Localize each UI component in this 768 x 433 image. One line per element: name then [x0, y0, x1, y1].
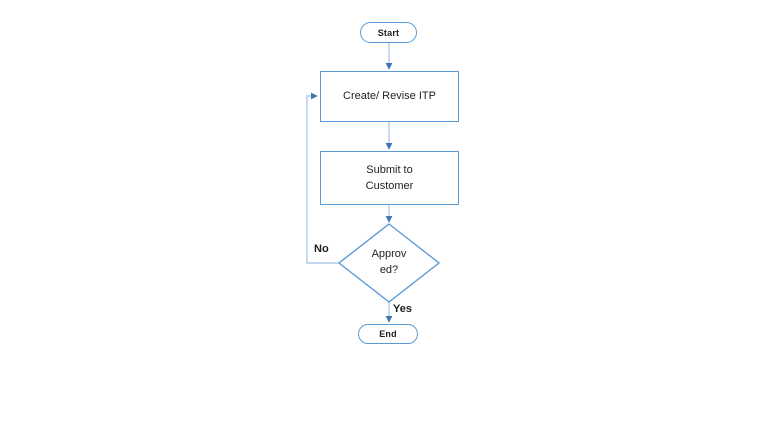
flow-node-decision-label: Approv ed? [354, 240, 424, 286]
edge-label-no: No [314, 243, 329, 255]
flow-node-decision-line2: ed? [379, 264, 399, 276]
flow-node-create-revise-itp-label: Create/ Revise ITP [343, 90, 436, 103]
flow-node-create-revise-itp: Create/ Revise ITP [320, 71, 459, 122]
edge-label-yes: Yes [393, 303, 412, 315]
flow-node-submit-line2: Customer [365, 180, 414, 192]
flow-node-start-label: Start [377, 27, 400, 38]
flow-node-submit-line1: Submit to [366, 163, 413, 176]
flow-node-submit-to-customer: Submit to Customer [320, 151, 459, 205]
flow-node-end: End [358, 324, 418, 344]
flow-node-start: Start [360, 22, 417, 43]
flow-node-end-label: End [379, 329, 397, 339]
flow-node-decision-line1: Approv [371, 248, 407, 261]
